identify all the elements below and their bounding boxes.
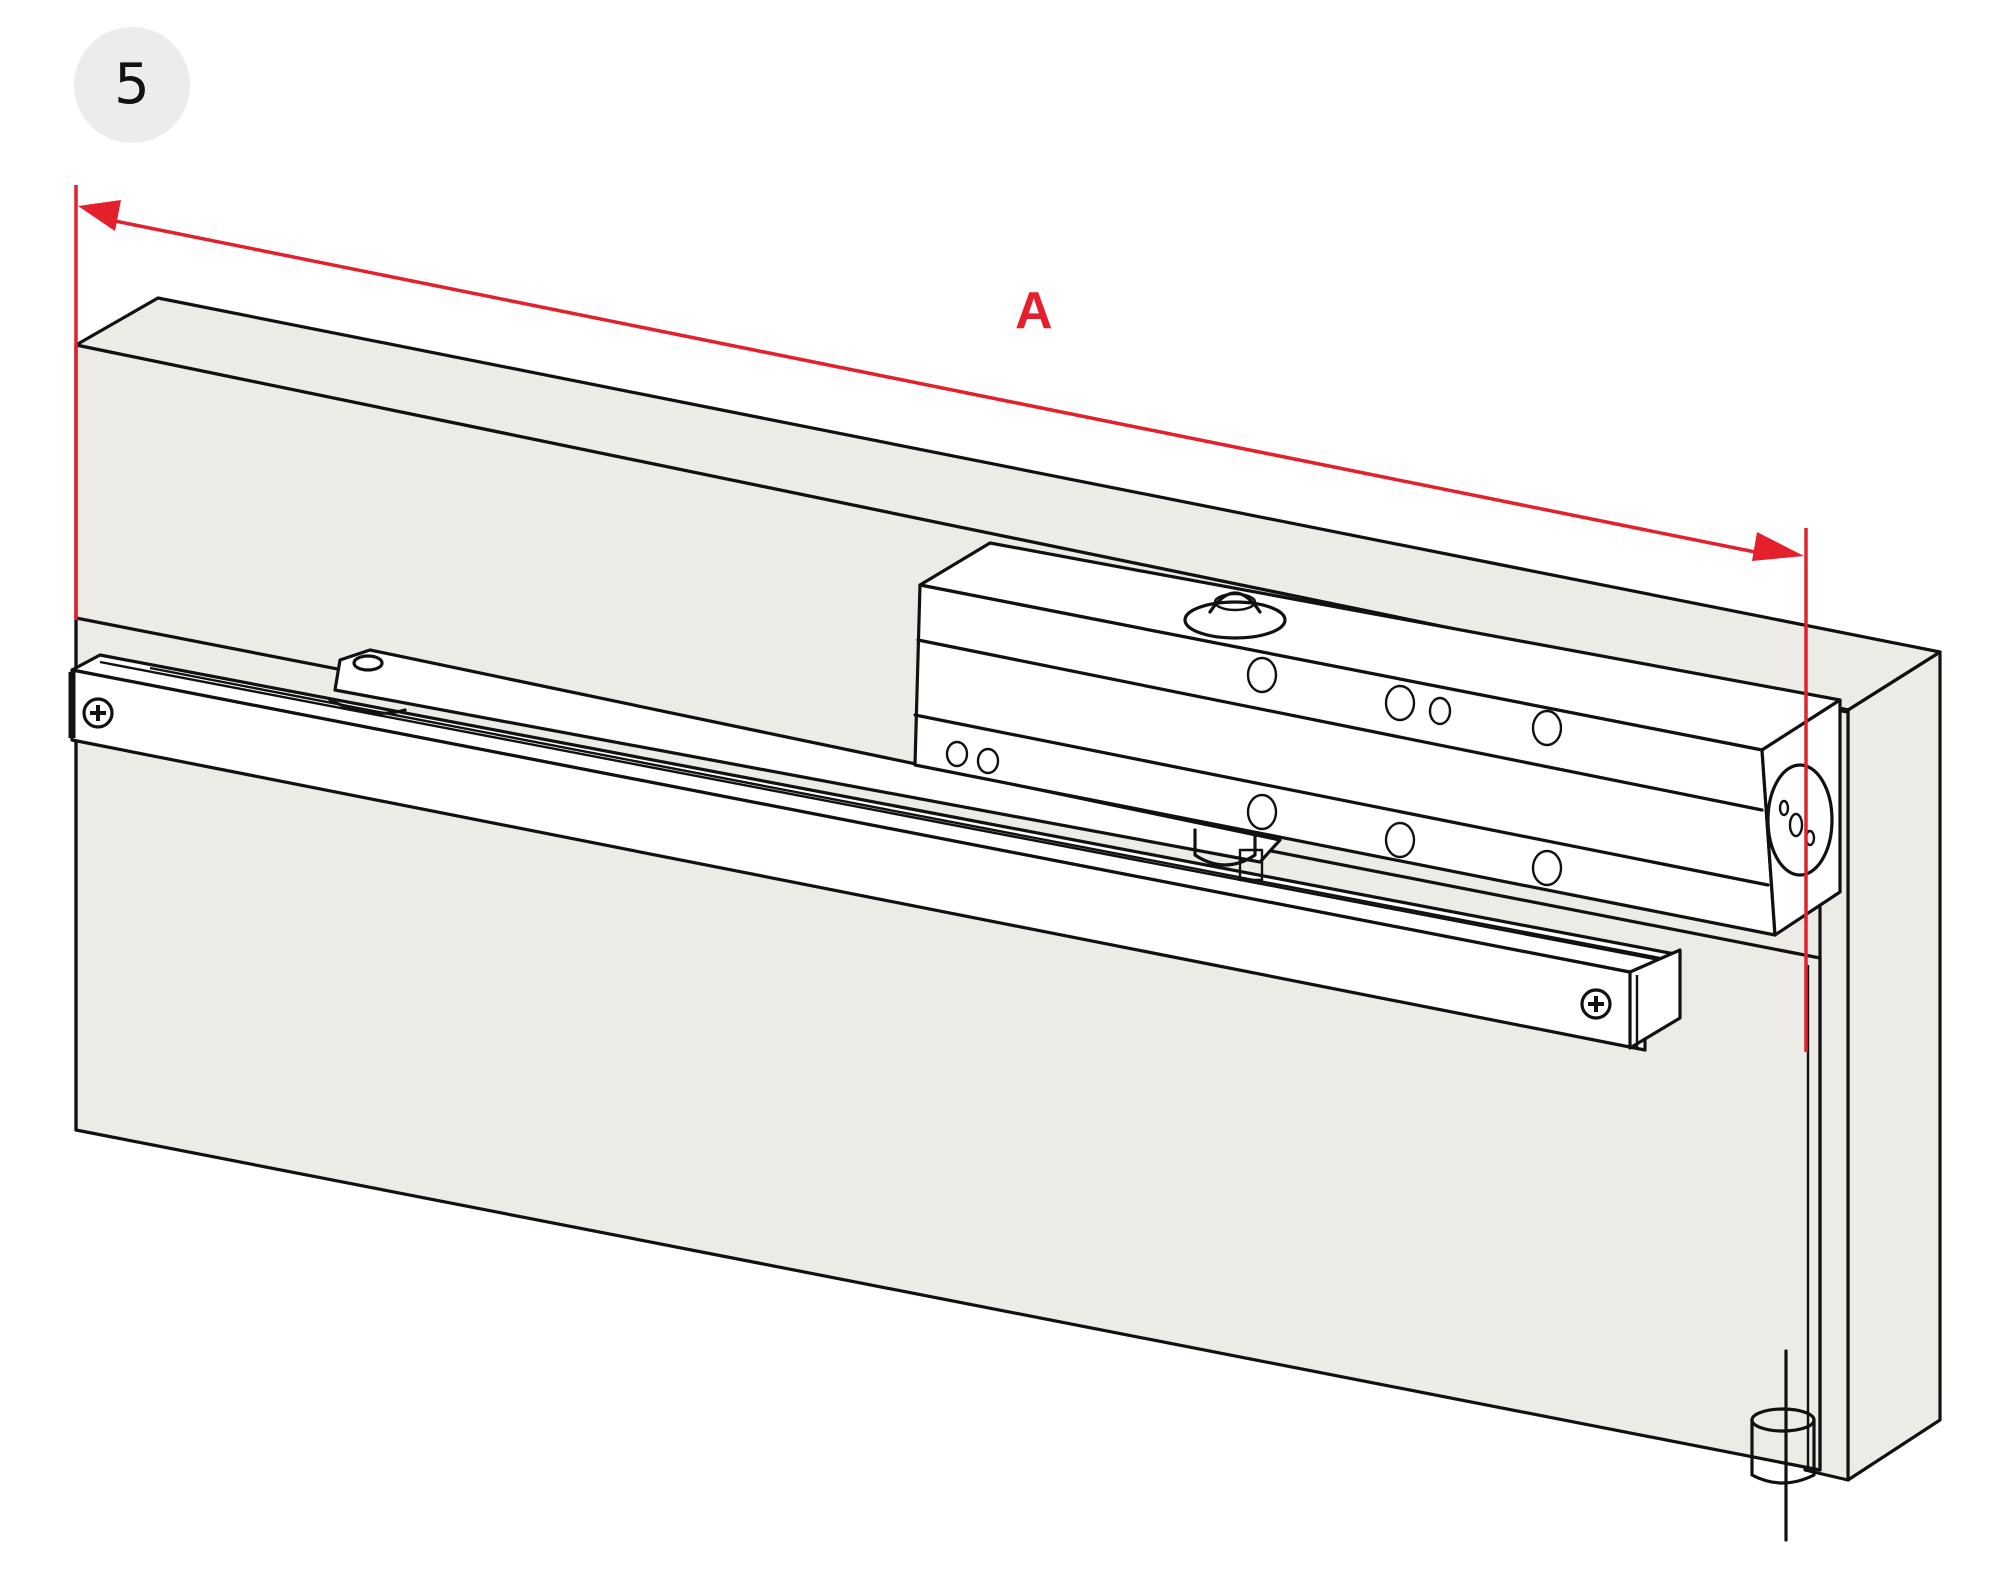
screw-hole-icon — [945, 656, 1563, 887]
dimension-label: A — [1015, 282, 1053, 340]
screw-icon — [1580, 988, 1612, 1020]
valve-cap-icon — [1183, 591, 1287, 640]
dimension-line-a — [74, 185, 1808, 1052]
slide-rail — [68, 653, 1682, 1052]
door-closer-body — [913, 541, 1842, 937]
slide-arm — [328, 648, 1282, 882]
hinge-pin — [1750, 1349, 1816, 1542]
screw-icon — [82, 697, 114, 729]
arrow-left-icon — [78, 200, 121, 231]
arrow-right-icon — [1752, 532, 1804, 561]
step-number: 5 — [114, 52, 150, 117]
step-badge: 5 — [74, 27, 190, 143]
